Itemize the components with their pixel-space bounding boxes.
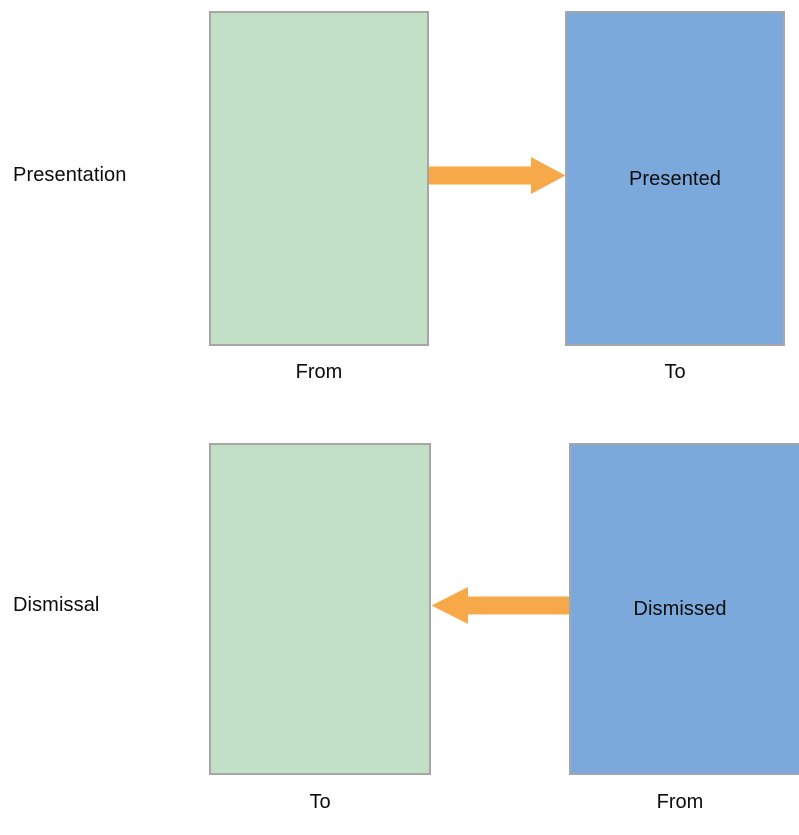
row-dismissal-from-caption: From <box>656 791 704 813</box>
row-dismissal-from-box[interactable]: Dismissed <box>569 443 799 775</box>
row-presentation-from-box[interactable] <box>209 11 429 346</box>
arrow-right-presentation <box>429 157 566 194</box>
row-dismissal-to-caption: To <box>309 791 331 813</box>
row-presentation-to-box[interactable]: Presented <box>565 11 785 346</box>
row-label-dismissal: Dismissal <box>13 594 100 616</box>
arrow-left-dismissal <box>431 587 570 624</box>
row-presentation-from-caption: From <box>295 361 343 383</box>
row-dismissal-from-box-text: Dismissed <box>633 598 727 620</box>
row-presentation-to-box-text: Presented <box>628 167 722 190</box>
row-dismissal-to-box[interactable] <box>209 443 431 775</box>
row-presentation-to-caption: To <box>664 361 686 383</box>
row-label-presentation: Presentation <box>13 164 127 186</box>
